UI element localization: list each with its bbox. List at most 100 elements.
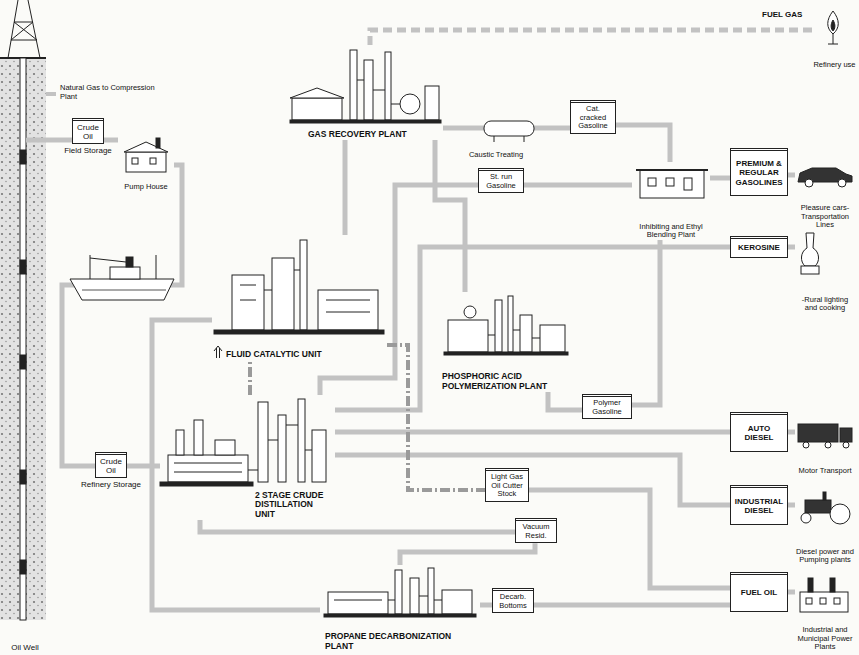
tractor-icon bbox=[801, 513, 811, 523]
product-box: PREMIUM & REGULAR GASOLINES bbox=[730, 148, 788, 196]
decarbonization-plant-drawing bbox=[334, 596, 442, 600]
flow-line bbox=[62, 165, 182, 466]
flame-icon bbox=[828, 11, 839, 44]
truck-icon bbox=[843, 442, 849, 448]
oil-well-drawing bbox=[20, 260, 26, 274]
distillation-unit-drawing bbox=[168, 455, 248, 482]
stream-box: Light Gas Oil Cutter Stock bbox=[485, 468, 529, 502]
end-use: -Rural lighting and cooking bbox=[795, 228, 855, 313]
plant-caption: Caustic Treating bbox=[452, 151, 540, 160]
gas-recovery-drawing bbox=[364, 60, 373, 120]
decarbonization-plant-drawing bbox=[395, 570, 402, 614]
stream-note: FUEL GAS bbox=[762, 10, 810, 19]
flow-line bbox=[480, 603, 492, 608]
flow-line bbox=[788, 245, 795, 250]
box-label: Decarb. Bottoms bbox=[496, 593, 530, 610]
treating-tank: Caustic Treating bbox=[452, 118, 540, 160]
polymerization-plant-drawing bbox=[488, 330, 540, 338]
box-label: Crude Oil bbox=[99, 457, 123, 475]
distillation-unit-drawing bbox=[176, 430, 184, 455]
distillation-unit-drawing bbox=[215, 440, 235, 455]
plant-caption: Motor Transport bbox=[795, 467, 855, 476]
plant-caption: PROPANE DECARBONIZATION PLANT bbox=[320, 632, 480, 652]
flow-line bbox=[632, 240, 660, 405]
tanker-ship-drawing bbox=[110, 267, 140, 279]
plant-caption: FLUID CATALYTIC UNIT bbox=[212, 350, 387, 360]
box-label: AUTO DIESEL bbox=[734, 424, 784, 442]
caustic-tank-drawing bbox=[452, 121, 540, 142]
catalytic-unit-drawing bbox=[240, 270, 370, 312]
plant-caption: Refinery use bbox=[812, 61, 857, 70]
box-label: Light Gas Oil Cutter Stock bbox=[489, 473, 525, 499]
truck-icon bbox=[840, 428, 852, 442]
flow-line bbox=[370, 30, 812, 45]
blending-plant-drawing bbox=[648, 178, 656, 186]
polymerization-plant-drawing bbox=[520, 315, 532, 352]
plant-caption: Pleasure cars- Transportation Lines bbox=[795, 204, 855, 230]
box-label: Crude Oil bbox=[76, 123, 100, 141]
plant-caption: 2 STAGE CRUDE DISTILLATION UNIT bbox=[160, 491, 335, 520]
process-unit: 2 STAGE CRUDE DISTILLATION UNIT bbox=[160, 395, 335, 520]
polymerization-plant-drawing bbox=[495, 300, 502, 352]
box-label: INDUSTRIAL DIESEL bbox=[734, 497, 784, 515]
tanker-ship-drawing bbox=[70, 255, 174, 300]
flow-line bbox=[534, 603, 730, 608]
decarbonization-plant-drawing bbox=[324, 614, 476, 617]
oil-well-drawing bbox=[0, 0, 56, 620]
product-box: INDUSTRIAL DIESEL bbox=[730, 485, 788, 525]
tractor-icon bbox=[805, 500, 831, 513]
flow-line bbox=[529, 490, 730, 588]
oil-well-drawing bbox=[20, 150, 26, 164]
flow-line bbox=[788, 590, 795, 595]
car-icon bbox=[805, 179, 813, 187]
decarbonization-plant-drawing bbox=[428, 568, 434, 614]
oil-well-drawing bbox=[20, 355, 26, 369]
flame-icon bbox=[831, 20, 835, 31]
catalytic-unit-drawing bbox=[300, 240, 307, 330]
product-box: AUTO DIESEL bbox=[730, 412, 788, 452]
plant-caption: Pump House bbox=[118, 183, 174, 192]
box-label: KEROSINE bbox=[734, 243, 784, 252]
product-box: KEROSINE bbox=[730, 236, 788, 258]
storage-tank: Crude OilRefinery Storage bbox=[95, 452, 127, 478]
polymerization-plant-drawing bbox=[540, 325, 565, 352]
plant-caption: GAS RECOVERY PLANT bbox=[288, 130, 443, 140]
truck-icon bbox=[825, 442, 831, 448]
caustic-tank-drawing bbox=[484, 121, 534, 136]
decarbonization-plant-drawing bbox=[324, 568, 476, 617]
product-box: FUEL OIL bbox=[730, 572, 788, 612]
caustic-tank-drawing bbox=[534, 126, 540, 131]
gas-recovery-drawing bbox=[400, 94, 420, 114]
polymerization-plant-drawing bbox=[464, 306, 476, 318]
flow-line bbox=[443, 126, 452, 131]
flame-icon bbox=[828, 11, 839, 34]
truck-icon bbox=[803, 442, 809, 448]
blending-plant-drawing bbox=[684, 178, 692, 190]
plant-caption: Diesel power and Pumping plants bbox=[795, 548, 855, 565]
power-plant-icon bbox=[806, 598, 812, 604]
polymerization-plant-drawing bbox=[444, 352, 568, 355]
end-use: Motor Transport bbox=[795, 420, 855, 476]
polymerization-plant-drawing bbox=[444, 296, 568, 355]
distillation-unit-drawing bbox=[248, 425, 312, 470]
storage-caption: Field Storage bbox=[64, 146, 112, 155]
power-plant-icon bbox=[834, 598, 840, 604]
truck-icon bbox=[798, 424, 838, 442]
flow-line bbox=[104, 138, 118, 143]
blending-plant-drawing bbox=[636, 170, 708, 198]
flow-line bbox=[343, 140, 348, 235]
blending-plant: Inhibiting and Ethyl Blending Plant bbox=[632, 162, 710, 240]
blending-plant-drawing bbox=[636, 169, 708, 171]
oil-well-drawing bbox=[26, 138, 50, 143]
oil-well-drawing bbox=[46, 92, 56, 96]
pump-house-drawing bbox=[156, 138, 160, 148]
car-icon bbox=[798, 168, 852, 187]
decarbonization-plant-drawing bbox=[410, 578, 419, 614]
box-label: Polymer Gasoline bbox=[586, 399, 628, 416]
box-label: PREMIUM & REGULAR GASOLINES bbox=[734, 159, 784, 187]
flow-line bbox=[524, 183, 632, 188]
plant-caption: Oil Well bbox=[0, 643, 50, 652]
distillation-unit-drawing bbox=[258, 402, 268, 482]
catalytic-unit-drawing bbox=[214, 240, 384, 358]
